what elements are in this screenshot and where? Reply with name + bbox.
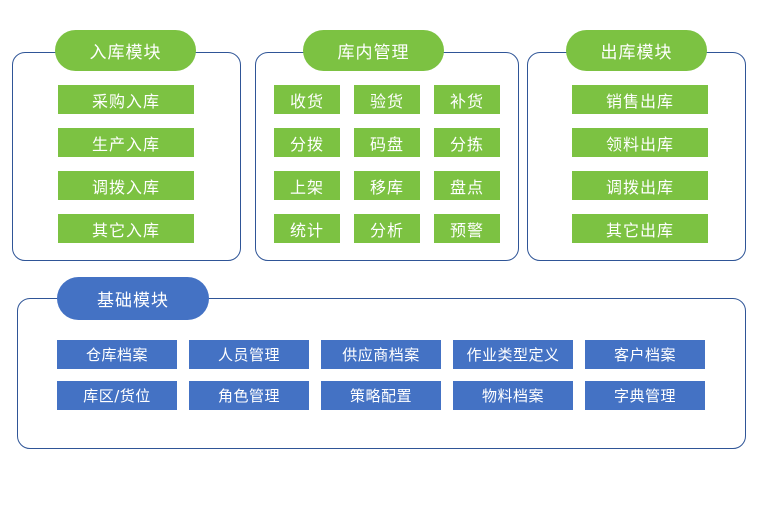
- module-item-other-inbound[interactable]: 其它入库: [58, 214, 194, 243]
- panel-basic-modules: [17, 298, 746, 449]
- module-item-warehouse-profile[interactable]: 仓库档案: [57, 340, 177, 369]
- module-item-role-management[interactable]: 角色管理: [189, 381, 309, 410]
- module-item-allocation[interactable]: 分拨: [274, 128, 340, 157]
- module-item-material-profile[interactable]: 物料档案: [453, 381, 573, 410]
- module-item-palletizing[interactable]: 码盘: [354, 128, 420, 157]
- panel-header-inbound[interactable]: 入库模块: [55, 30, 196, 71]
- module-item-personnel-management[interactable]: 人员管理: [189, 340, 309, 369]
- item-list-inbound: 采购入库 生产入库 调拨入库 其它入库: [58, 85, 194, 243]
- panel-header-outbound[interactable]: 出库模块: [566, 30, 707, 71]
- module-item-purchase-inbound[interactable]: 采购入库: [58, 85, 194, 114]
- module-item-dictionary-management[interactable]: 字典管理: [585, 381, 705, 410]
- module-item-transfer-inbound[interactable]: 调拨入库: [58, 171, 194, 200]
- module-item-policy-configuration[interactable]: 策略配置: [321, 381, 441, 410]
- module-item-production-inbound[interactable]: 生产入库: [58, 128, 194, 157]
- module-item-alert[interactable]: 预警: [434, 214, 500, 243]
- module-item-replenishment[interactable]: 补货: [434, 85, 500, 114]
- module-item-statistics[interactable]: 统计: [274, 214, 340, 243]
- module-item-transfer-outbound[interactable]: 调拨出库: [572, 171, 708, 200]
- module-item-inspection[interactable]: 验货: [354, 85, 420, 114]
- module-item-sorting[interactable]: 分拣: [434, 128, 500, 157]
- panel-header-internal-management[interactable]: 库内管理: [303, 30, 444, 71]
- module-item-material-issue-outbound[interactable]: 领料出库: [572, 128, 708, 157]
- module-item-task-type-definition[interactable]: 作业类型定义: [453, 340, 573, 369]
- module-item-stocktaking[interactable]: 盘点: [434, 171, 500, 200]
- module-item-other-outbound[interactable]: 其它出库: [572, 214, 708, 243]
- module-item-sales-outbound[interactable]: 销售出库: [572, 85, 708, 114]
- module-item-relocation[interactable]: 移库: [354, 171, 420, 200]
- panel-header-basic-modules[interactable]: 基础模块: [57, 277, 209, 320]
- module-item-supplier-profile[interactable]: 供应商档案: [321, 340, 441, 369]
- item-grid-internal-management: 收货 验货 补货 分拨 码盘 分拣 上架 移库 盘点 统计 分析 预警: [274, 85, 500, 243]
- module-item-analysis[interactable]: 分析: [354, 214, 420, 243]
- item-list-outbound: 销售出库 领料出库 调拨出库 其它出库: [572, 85, 708, 243]
- module-item-customer-profile[interactable]: 客户档案: [585, 340, 705, 369]
- module-item-zone-location[interactable]: 库区/货位: [57, 381, 177, 410]
- module-item-putaway[interactable]: 上架: [274, 171, 340, 200]
- module-item-receiving[interactable]: 收货: [274, 85, 340, 114]
- item-grid-basic-modules: 仓库档案 人员管理 供应商档案 作业类型定义 客户档案 库区/货位 角色管理 策…: [57, 340, 707, 410]
